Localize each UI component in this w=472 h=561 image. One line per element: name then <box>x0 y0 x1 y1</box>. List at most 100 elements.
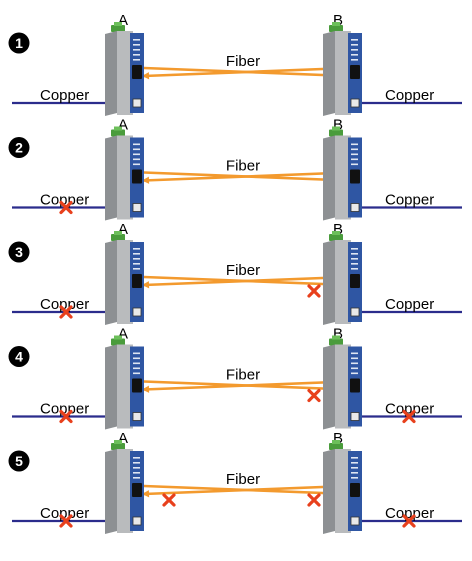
copper-left-label: Copper <box>40 192 89 209</box>
media-converter-a <box>105 335 144 430</box>
cross-stroke <box>402 409 416 424</box>
fiber-strand <box>143 66 349 78</box>
fault-fiber-right <box>307 388 321 403</box>
device-b-label: B <box>333 12 343 29</box>
status-led <box>133 143 140 146</box>
fiber-port <box>350 169 360 184</box>
fault-fiber-right <box>307 284 321 298</box>
status-led <box>133 372 140 375</box>
terminal-block <box>111 443 125 450</box>
fiber-label: Fiber <box>226 262 260 279</box>
step-number-badge <box>8 32 30 54</box>
cross-stroke <box>307 493 321 507</box>
device-a-label: A <box>118 117 128 134</box>
status-led <box>351 357 358 360</box>
status-led <box>133 467 140 469</box>
terminal-pin <box>114 231 122 235</box>
terminal-block <box>329 129 343 137</box>
status-led <box>133 367 140 370</box>
device-body <box>117 31 133 115</box>
copper-left-label: Copper <box>40 505 89 522</box>
copper-port <box>350 307 360 317</box>
cross-stroke <box>59 305 73 319</box>
fault-copper-right <box>402 409 416 424</box>
device-side <box>323 31 335 116</box>
status-led <box>133 39 140 41</box>
step-number: 4 <box>15 349 23 365</box>
media-converter-a <box>105 22 144 116</box>
terminal-pin <box>114 22 122 26</box>
terminal-pin <box>114 126 122 131</box>
device-b-label: B <box>333 326 343 343</box>
device-a-label: A <box>118 12 128 29</box>
status-led <box>351 467 358 469</box>
device-b-label: B <box>333 430 343 447</box>
fiber-strand <box>143 171 349 182</box>
step-number: 1 <box>15 35 23 51</box>
fiber-strand <box>143 275 349 287</box>
status-led <box>351 253 358 255</box>
device-side <box>105 240 117 325</box>
copper-right-label: Copper <box>385 505 434 522</box>
device-body <box>335 31 351 115</box>
cross-stroke <box>307 284 321 298</box>
step-number-badge <box>8 450 30 472</box>
fiber-port <box>132 65 142 79</box>
copper-port <box>350 516 360 526</box>
status-led <box>133 253 140 255</box>
status-led <box>351 143 358 146</box>
cross-stroke <box>59 200 73 215</box>
terminal-block <box>111 234 125 241</box>
device-side <box>105 344 117 430</box>
status-led <box>133 472 140 474</box>
status-led <box>133 54 140 56</box>
status-led <box>133 462 140 464</box>
device-side <box>323 240 335 325</box>
copper-right-label: Copper <box>385 192 434 209</box>
status-led <box>133 357 140 360</box>
fiber-port <box>132 378 142 393</box>
step-number-badge <box>8 346 30 367</box>
device-a-label: A <box>118 221 128 238</box>
status-led <box>351 462 358 464</box>
media-converter-b <box>323 126 362 221</box>
terminal-pin <box>332 440 340 444</box>
fiber-port <box>132 169 142 184</box>
fiber-port <box>350 378 360 393</box>
fault-copper-left <box>59 514 73 528</box>
status-led <box>351 352 358 355</box>
device-b-label: B <box>333 117 343 134</box>
media-converter-b <box>323 440 362 534</box>
status-led <box>351 148 358 151</box>
copper-port <box>132 412 142 421</box>
terminal-block <box>329 234 343 241</box>
fiber-arrow-left <box>142 176 150 184</box>
copper-right-label: Copper <box>385 296 434 313</box>
status-led <box>133 163 140 166</box>
status-led <box>351 44 358 46</box>
fiber-port <box>132 483 142 497</box>
status-led <box>351 158 358 161</box>
media-converter-b <box>323 231 362 325</box>
status-led <box>351 54 358 56</box>
step-number: 2 <box>15 140 23 156</box>
copper-right-label: Copper <box>385 401 434 418</box>
media-converter-a <box>105 231 144 325</box>
status-led <box>133 263 140 265</box>
fiber-strand <box>143 380 349 391</box>
copper-port <box>350 203 360 212</box>
status-led <box>351 39 358 41</box>
terminal-block <box>111 338 125 346</box>
fiber-arrow-left <box>142 490 150 498</box>
fault-fiber-left <box>162 493 176 507</box>
status-led <box>133 258 140 260</box>
status-led <box>133 49 140 51</box>
fiber-strand <box>143 484 349 496</box>
copper-right-label: Copper <box>385 87 434 104</box>
device-body <box>117 344 133 429</box>
step-number: 5 <box>15 453 23 469</box>
device-side <box>323 135 335 221</box>
